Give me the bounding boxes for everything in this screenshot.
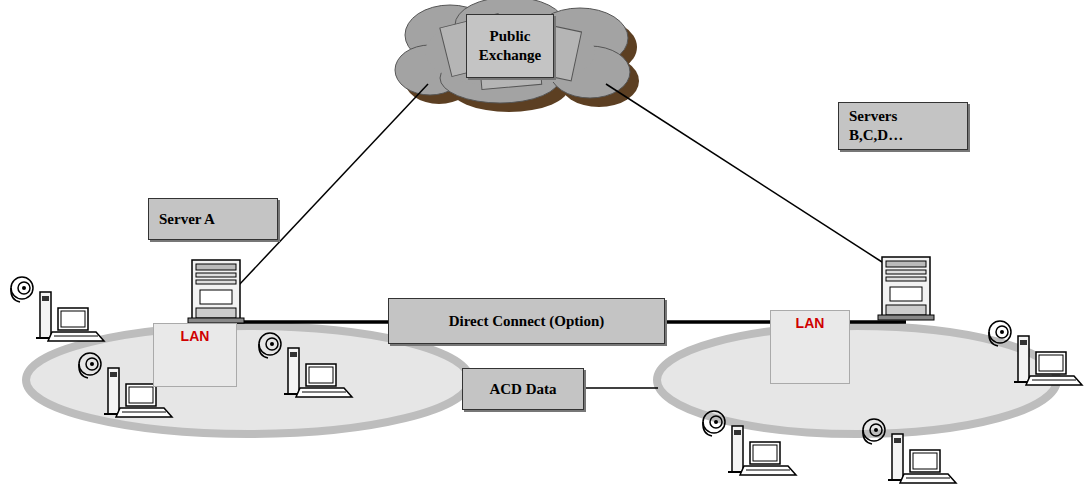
node-text: Public Exchange (478, 27, 542, 65)
exchange-box: Public Exchange (466, 14, 554, 78)
link-label: ACD Data (462, 368, 584, 410)
node-text: LAN (181, 328, 210, 346)
server-label: Server A (148, 198, 278, 240)
link-label: Direct Connect (Option) (388, 298, 665, 344)
node-text: LAN (796, 315, 825, 333)
lan-box: LAN (770, 310, 850, 384)
lan-box: LAN (153, 323, 237, 387)
server-label: Servers B,C,D… (838, 102, 968, 150)
node-text: Direct Connect (Option) (449, 312, 605, 331)
node-text: ACD Data (489, 380, 556, 399)
node-text: Server A (159, 210, 215, 229)
node-text: Servers B,C,D… (849, 107, 939, 145)
